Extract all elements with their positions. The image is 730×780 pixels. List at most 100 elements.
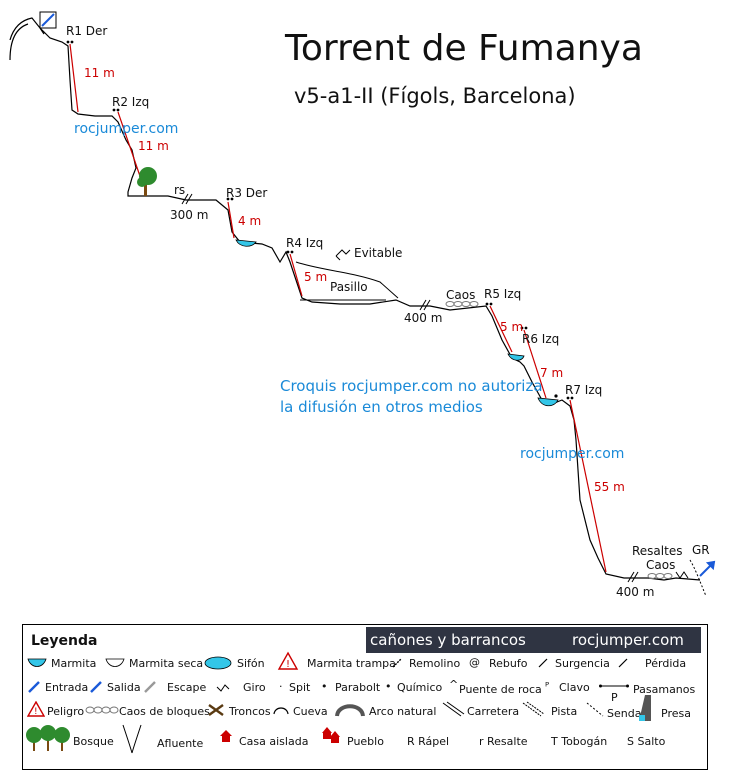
legend-puente-roca: Puente de roca <box>459 683 542 696</box>
label-resaltes: Resaltes <box>632 544 683 558</box>
legend-casa-aislada: Casa aislada <box>239 735 309 748</box>
legend-presa: Presa <box>661 707 691 720</box>
legend-salida: Salida <box>107 681 141 694</box>
spit-icon: · <box>279 680 283 693</box>
canyon-profile-line <box>9 17 701 581</box>
pueblo-icon <box>322 727 340 743</box>
legend-remolino: Remolino <box>409 657 461 670</box>
drop-r3: 4 m <box>238 214 262 228</box>
carretera-icon <box>442 701 465 717</box>
legend-panel: Leyenda cañones y barrancos rocjumper.co… <box>22 624 708 770</box>
bosque-icon <box>26 725 70 751</box>
caos-bloques-icon <box>85 706 119 714</box>
watermark-bottom: rocjumper.com <box>520 446 625 462</box>
rebufo-icon: @ <box>469 656 480 669</box>
exit-arrow-icon <box>699 560 716 577</box>
arco-natural-icon <box>335 704 365 717</box>
legend-arco-natural: Arco natural <box>369 705 437 718</box>
copyright-line-2: la difusión en otros medios <box>280 398 483 416</box>
station-r2: R2 Izq <box>112 95 150 109</box>
legend-p-symbol: P <box>611 691 618 704</box>
tree-icon <box>137 167 157 196</box>
legend-caos-bloques: Caos de bloques <box>119 705 210 718</box>
pista-icon <box>522 701 545 717</box>
svg-text:!: ! <box>34 707 38 717</box>
legend-rebufo: Rebufo <box>489 657 528 670</box>
marmita-trampa-icon: ! <box>277 651 299 670</box>
entrance-wall <box>9 23 45 61</box>
label-evitable: Evitable <box>354 246 403 260</box>
station-r1: R1 Der <box>66 24 108 38</box>
legend-pista: Pista <box>551 705 578 718</box>
troncos-icon <box>208 704 224 716</box>
banner-left-text: cañones y barrancos <box>370 631 526 649</box>
legend-clavo: Clavo <box>559 681 590 694</box>
label-rs: rs <box>174 183 186 197</box>
pasamanos-icon <box>599 684 629 688</box>
legend-troncos: Troncos <box>229 705 271 718</box>
entrance-arrow-icon <box>39 11 57 29</box>
legend-giro: Giro <box>243 681 266 694</box>
legend-quimico: Químico <box>397 681 443 694</box>
legend-peligro: Peligro <box>47 705 85 718</box>
clavo-icon: ᴾ <box>545 680 550 693</box>
caos-blocks-icon <box>445 301 673 579</box>
label-gap-300: 300 m <box>170 208 209 222</box>
afluente-icon <box>122 724 142 754</box>
label-caos-2: Caos <box>646 558 676 572</box>
legend-pasamanos: Pasamanos <box>633 683 696 696</box>
drop-r1: 11 m <box>84 66 115 80</box>
station-r3: R3 Der <box>226 186 268 200</box>
legend-banner: cañones y barrancos rocjumper.com <box>366 627 701 653</box>
giro-icon <box>216 684 230 692</box>
pasillo-bypass-path <box>295 261 399 299</box>
watermark-top: rocjumper.com <box>74 121 179 137</box>
puente-roca-icon: ^ <box>449 678 459 691</box>
legend-spit: Spit <box>289 681 311 694</box>
page-title: Torrent de Fumanya <box>285 28 643 69</box>
marmita-seca-icon <box>105 658 125 667</box>
gap-marks <box>181 193 639 583</box>
entrada-icon <box>28 681 40 693</box>
quimico-icon: • <box>385 680 392 693</box>
legend-entrada: Entrada <box>45 681 89 694</box>
gr-trail <box>689 559 707 597</box>
legend-marmita-trampa: Marmita trampa <box>307 657 396 670</box>
perdida-icon <box>618 658 628 668</box>
salida-icon <box>90 681 102 693</box>
parabolt-icon: • <box>321 680 328 693</box>
drop-r4: 5 m <box>304 270 328 284</box>
station-r7: R7 Izq <box>565 383 603 397</box>
marmita-icon <box>27 658 47 667</box>
legend-parabolt: Parabolt <box>335 681 381 694</box>
drop-r5: 5 m <box>500 320 524 334</box>
banner-right-text: rocjumper.com <box>572 631 684 649</box>
drop-r2: 11 m <box>138 139 169 153</box>
cueva-icon <box>273 707 289 715</box>
water-pools <box>235 239 559 407</box>
legend-title: Leyenda <box>31 633 98 649</box>
station-r5: R5 Izq <box>484 287 522 301</box>
escape-icon <box>144 681 156 693</box>
presa-icon <box>639 695 651 721</box>
legend-surgencia: Surgencia <box>555 657 610 670</box>
legend-sifon: Sifón <box>237 657 265 670</box>
label-gr: GR <box>692 543 710 557</box>
svg-text:!: ! <box>286 659 290 670</box>
legend-marmita-seca: Marmita seca <box>129 657 204 670</box>
legend-r-resalte: r Resalte <box>479 735 528 748</box>
evitable-arrow-icon <box>335 249 351 261</box>
label-caos: Caos <box>446 288 476 302</box>
drop-r6: 7 m <box>540 366 564 380</box>
legend-pueblo: Pueblo <box>347 735 384 748</box>
label-pasillo: Pasillo <box>330 280 368 294</box>
page-subtitle: v5-a1-II (Fígols, Barcelona) <box>294 84 576 108</box>
legend-r-rapel: R Rápel <box>407 735 450 748</box>
rope-lines <box>69 43 607 573</box>
anchor-dots <box>66 40 574 400</box>
label-gap-400: 400 m <box>404 311 443 325</box>
station-r6: R6 Izq <box>522 332 560 346</box>
copyright-note: Croquis rocjumper.com no autoriza la dif… <box>280 376 543 418</box>
legend-afluente: Afluente <box>157 737 204 750</box>
